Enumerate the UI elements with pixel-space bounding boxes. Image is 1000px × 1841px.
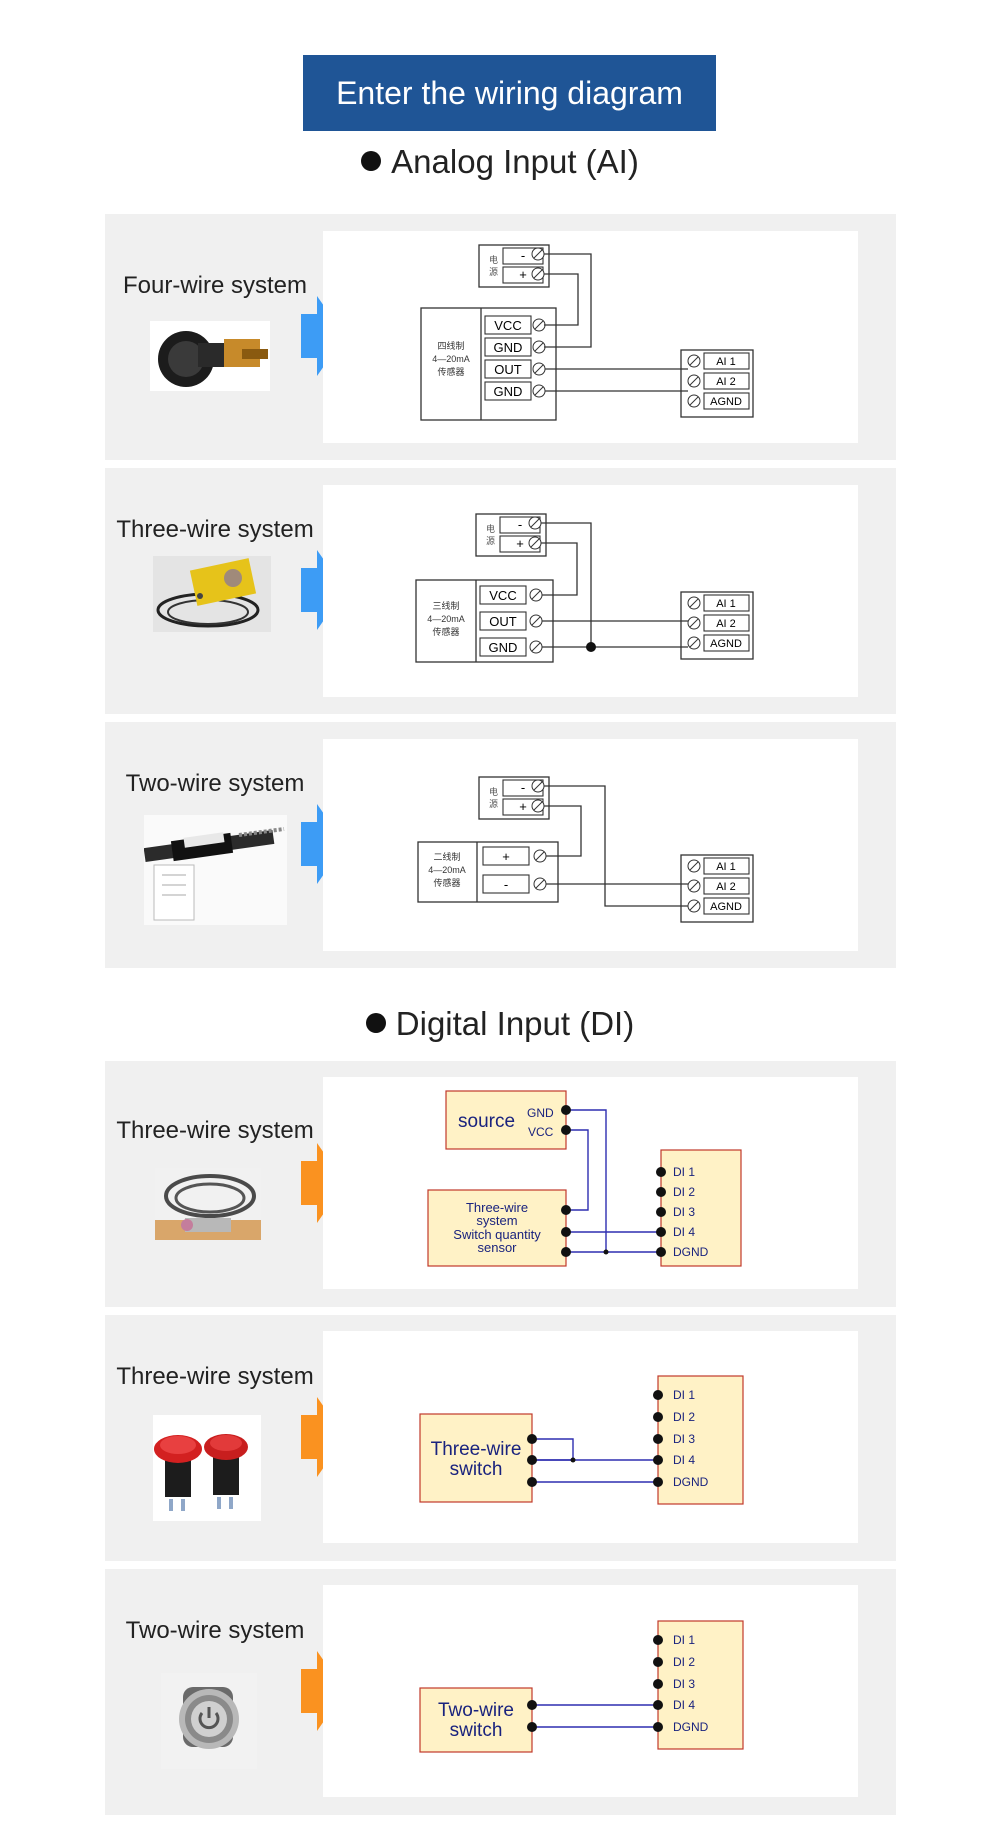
switch-line-1: Three-wire — [431, 1439, 522, 1460]
digital-three-wire-switch-panel: Three-wire system Three-wire switch DI 1… — [105, 1315, 896, 1561]
sensor-range-text: 4—20mA — [432, 354, 470, 364]
module-dgnd: DGND — [673, 1245, 709, 1259]
photoelectric-sensor-photo — [153, 556, 271, 632]
sensor-line-3: Switch quantity — [453, 1227, 541, 1242]
power-minus-label: - — [521, 780, 525, 795]
terminal-gnd-2: GND — [494, 384, 523, 399]
three-wire-analog-diagram: 电 源 - + 三线制 4—20mA 传感器 VCC OUT GND — [323, 485, 858, 697]
encoder-sensor-photo — [150, 321, 270, 391]
sensor-line-4: sensor — [477, 1240, 517, 1255]
two-wire-switch-di-diagram: Two-wire switch DI 1 DI 2 DI 3 DI 4 DGND — [323, 1585, 858, 1797]
terminal-out: OUT — [494, 362, 522, 377]
analog-input-heading: Analog Input (AI) — [0, 143, 1000, 181]
panel-label: Two-wire system — [125, 770, 305, 797]
digital-two-wire-switch-panel: Two-wire system Two-wire switch DI 1 DI … — [105, 1569, 896, 1815]
svg-text:源: 源 — [489, 267, 498, 277]
svg-text:电: 电 — [486, 523, 495, 534]
svg-text:源: 源 — [486, 536, 495, 546]
terminal-vcc: VCC — [489, 588, 516, 603]
module-ai2: AI 2 — [716, 376, 736, 388]
svg-text:电: 电 — [489, 254, 498, 265]
power-minus-label: - — [518, 517, 522, 532]
module-ai1: AI 1 — [716, 861, 736, 873]
bullet-dot-icon — [365, 1013, 386, 1034]
source-vcc-label: VCC — [528, 1125, 554, 1139]
digital-three-wire-sensor-panel: Three-wire system source GND VCC Three-w… — [105, 1061, 896, 1307]
terminal-out: OUT — [489, 614, 517, 629]
switch-line-2: switch — [450, 1720, 503, 1741]
module-di3: DI 3 — [673, 1432, 695, 1446]
svg-text:源: 源 — [489, 799, 498, 809]
three-wire-switch-di-diagram: Three-wire switch DI 1 DI 2 DI 3 DI 4 DG… — [323, 1331, 858, 1543]
module-di1: DI 1 — [673, 1388, 695, 1402]
sensor-name-text: 传感器 — [432, 626, 459, 637]
power-minus-label: - — [521, 248, 525, 263]
module-di4: DI 4 — [673, 1453, 695, 1467]
bullet-dot-icon — [361, 151, 382, 172]
sensor-line-1: Three-wire — [466, 1200, 528, 1215]
module-di2: DI 2 — [673, 1185, 695, 1199]
terminal-gnd: GND — [489, 640, 518, 655]
emergency-stop-button-photo — [153, 1415, 261, 1521]
analog-two-wire-panel: Two-wire system 电 源 - — [105, 722, 896, 968]
panel-label: Four-wire system — [122, 272, 308, 299]
source-gnd-label: GND — [527, 1106, 554, 1120]
sensor-range-text: 4—20mA — [428, 865, 466, 875]
displacement-sensor-photo — [144, 815, 287, 925]
wiring-diagram-banner: Enter the wiring diagram — [303, 55, 716, 131]
module-agnd: AGND — [710, 901, 742, 913]
three-wire-sensor-di-diagram: source GND VCC Three-wire system Switch … — [323, 1077, 858, 1289]
two-wire-analog-diagram: 电 源 - + 二线制 4—20mA 传感器 + - — [323, 739, 858, 951]
module-dgnd: DGND — [673, 1475, 709, 1489]
module-di1: DI 1 — [673, 1165, 695, 1179]
terminal-plus: + — [502, 849, 510, 864]
module-di4: DI 4 — [673, 1225, 695, 1239]
terminal-vcc: VCC — [494, 318, 521, 333]
digital-input-heading: Digital Input (DI) — [0, 1005, 1000, 1043]
module-dgnd: DGND — [673, 1720, 709, 1734]
sensor-line-2: system — [476, 1213, 517, 1228]
analog-three-wire-panel: Three-wire system 电 源 - + — [105, 468, 896, 714]
svg-text:电: 电 — [489, 786, 498, 797]
module-di4: DI 4 — [673, 1698, 695, 1712]
panel-label: Three-wire system — [116, 516, 314, 543]
module-di3: DI 3 — [673, 1205, 695, 1219]
power-plus-label: + — [519, 267, 527, 282]
proximity-sensor-photo — [155, 1168, 261, 1240]
metal-push-button-photo — [161, 1673, 257, 1769]
terminal-minus: - — [504, 877, 508, 892]
module-ai2: AI 2 — [716, 618, 736, 630]
switch-line-2: switch — [450, 1459, 503, 1480]
sensor-range-text: 4—20mA — [427, 614, 465, 624]
four-wire-analog-diagram: 电 源 - + 四线制 4—20mA 传感器 VCC GND OUT GND — [323, 231, 858, 443]
source-label: source — [458, 1111, 515, 1132]
power-plus-label: + — [519, 799, 527, 814]
module-di2: DI 2 — [673, 1410, 695, 1424]
module-agnd: AGND — [710, 396, 742, 408]
panel-label: Two-wire system — [125, 1617, 305, 1644]
sensor-type-text: 三线制 — [432, 600, 459, 611]
digital-input-title: Digital Input (DI) — [395, 1005, 635, 1042]
module-ai1: AI 1 — [716, 598, 736, 610]
sensor-type-text: 二线制 — [433, 851, 460, 862]
module-agnd: AGND — [710, 638, 742, 650]
module-ai2: AI 2 — [716, 881, 736, 893]
sensor-name-text: 传感器 — [437, 366, 464, 377]
panel-label: Three-wire system — [116, 1363, 314, 1390]
analog-four-wire-panel: Four-wire system 电 源 - + — [105, 214, 896, 460]
sensor-name-text: 传感器 — [433, 877, 460, 888]
module-di1: DI 1 — [673, 1633, 695, 1647]
power-plus-label: + — [516, 536, 524, 551]
panel-label: Three-wire system — [116, 1117, 314, 1144]
sensor-type-text: 四线制 — [437, 340, 464, 351]
module-di3: DI 3 — [673, 1677, 695, 1691]
switch-line-1: Two-wire — [438, 1700, 514, 1721]
terminal-gnd: GND — [494, 340, 523, 355]
module-di2: DI 2 — [673, 1655, 695, 1669]
module-ai1: AI 1 — [716, 356, 736, 368]
analog-input-title: Analog Input (AI) — [391, 143, 639, 180]
